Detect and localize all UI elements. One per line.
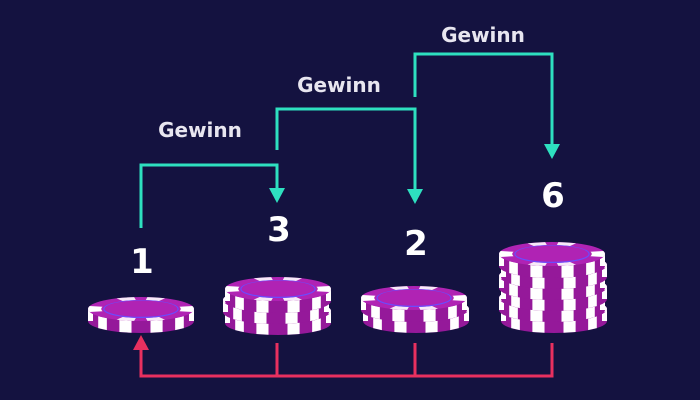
loss-return-arrow xyxy=(133,335,554,378)
arrow-head-icon xyxy=(269,188,285,203)
chip-stack-4 xyxy=(499,242,608,333)
win-label-2: Gewinn xyxy=(297,73,381,97)
chip-stack-2 xyxy=(223,277,331,335)
poker-chip-icon xyxy=(225,277,331,313)
win-label-1: Gewinn xyxy=(158,118,242,142)
poker-chip-icon xyxy=(499,242,605,278)
win-arrow-2 xyxy=(275,107,423,204)
chip-stack-1 xyxy=(88,297,194,333)
bet-amount-3: 2 xyxy=(404,224,428,264)
arrow-head-icon xyxy=(544,144,560,159)
bet-amount-2: 3 xyxy=(267,210,291,250)
win-label-3: Gewinn xyxy=(441,23,525,47)
poker-chip-icon xyxy=(361,286,467,322)
arrow-head-icon xyxy=(407,189,423,204)
poker-chip-icon xyxy=(88,297,194,333)
bet-amount-1: 1 xyxy=(130,242,154,282)
bet-amount-4: 6 xyxy=(541,176,565,216)
arrow-head-icon xyxy=(133,335,149,350)
win-arrow-1 xyxy=(139,163,285,228)
win-arrow-3 xyxy=(413,52,560,159)
chip-stack-3 xyxy=(361,286,470,333)
